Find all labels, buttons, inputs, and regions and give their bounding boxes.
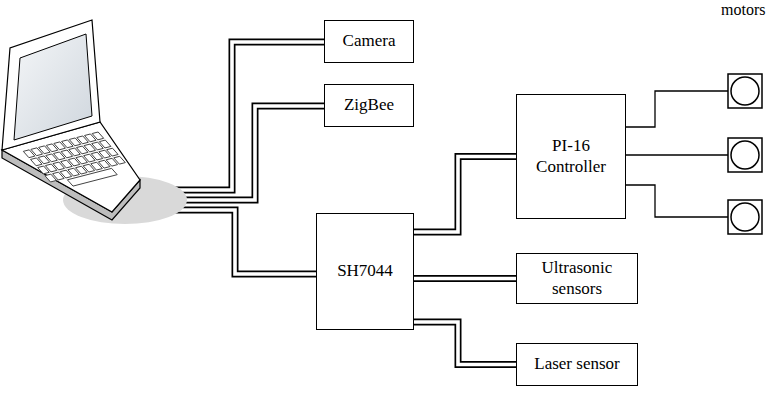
box-label: Laser sensor [534,354,619,374]
component-box: ZigBee [324,84,414,127]
double-line-connector [414,322,516,365]
box-label: PI-16 Controller [531,136,611,177]
laptop-illustration [2,20,187,224]
component-box: Ultrasonic sensors [516,253,638,304]
motor-symbols [728,74,762,234]
box-label: Ultrasonic sensors [532,258,622,299]
box-label: ZigBee [344,95,394,115]
double-line-connector [414,157,516,233]
double-line-connector [414,278,516,279]
component-box: Camera [324,20,414,63]
component-box: SH7044 [316,213,414,330]
motor-wires [626,91,728,217]
box-label: SH7044 [337,261,393,281]
component-box: Laser sensor [516,343,638,386]
component-box: PI-16 Controller [516,94,626,219]
laptop-wires [110,42,324,274]
part-label: motors [721,1,765,19]
box-label: Camera [343,31,396,51]
